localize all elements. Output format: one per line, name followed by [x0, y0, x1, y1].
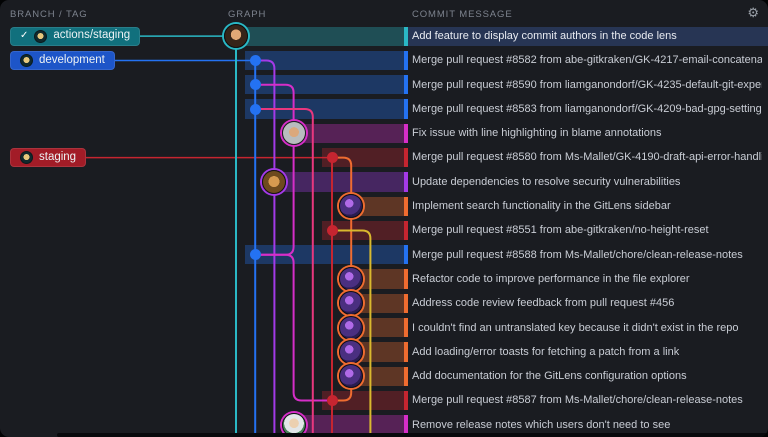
commit-avatar-purple-unicorn[interactable] — [339, 339, 364, 364]
commit-message: Add feature to display commit authors in… — [412, 30, 677, 42]
commit-row[interactable]: Refactor code to improve performance in … — [0, 267, 768, 291]
commit-row-color-bar — [404, 50, 408, 71]
commit-row[interactable]: I couldn't find an untranslated key beca… — [0, 316, 768, 340]
commit-avatar-gray-haired-man[interactable] — [281, 121, 306, 146]
scrollbar-horizontal[interactable] — [57, 433, 768, 437]
commit-row-color-bar — [404, 390, 408, 411]
branch-badge-label: staging — [39, 150, 77, 163]
commit-message: Fix issue with line highlighting in blam… — [412, 127, 662, 140]
commit-row-band — [245, 75, 404, 95]
commit-message: Add documentation for the GitLens config… — [412, 370, 687, 383]
commit-dot[interactable] — [249, 103, 261, 115]
branch-badge-staging[interactable]: staging — [10, 148, 87, 168]
commit-row-color-bar — [404, 123, 408, 143]
commit-row[interactable]: Add feature to display commit authors in… — [0, 24, 768, 48]
commit-row-color-bar — [404, 172, 408, 192]
commit-row-color-bar — [404, 342, 408, 362]
commit-message: Remove release notes which users don't n… — [412, 418, 671, 431]
commit-message: Refactor code to improve performance in … — [412, 272, 690, 285]
commit-row[interactable]: Update dependencies to resolve security … — [0, 170, 768, 194]
commit-row[interactable]: Fix issue with line highlighting in blam… — [0, 121, 768, 145]
commit-row-band — [245, 50, 404, 71]
branch-badge-development[interactable]: development — [10, 50, 115, 70]
commit-message: Merge pull request #8583 from liamganond… — [412, 102, 762, 115]
branch-badge-label: actions/staging — [53, 29, 131, 42]
gitkraken-icon — [20, 53, 33, 67]
column-header-branch-tag[interactable]: BRANCH / TAG — [10, 9, 88, 20]
check-icon: ✓ — [20, 30, 29, 42]
commit-row-color-bar — [404, 147, 408, 168]
commit-row[interactable]: Add loading/error toasts for fetching a … — [0, 340, 768, 364]
commit-row[interactable]: Merge pull request #8583 from liamganond… — [0, 97, 768, 121]
commit-dot[interactable] — [326, 152, 338, 164]
commit-row-color-bar — [404, 220, 408, 241]
commit-message: Merge pull request #8582 from abe-gitkra… — [412, 54, 762, 67]
settings-gear-icon[interactable]: ⚙ — [747, 5, 759, 20]
commit-row-color-bar — [404, 318, 408, 338]
commit-message: Merge pull request #8588 from Ms-Mallet/… — [412, 248, 743, 261]
commit-row[interactable]: Merge pull request #8588 from Ms-Mallet/… — [0, 243, 768, 267]
column-header-commit-message[interactable]: COMMIT MESSAGE — [412, 9, 513, 20]
commit-row[interactable]: Merge pull request #8587 from Ms-Mallet/… — [0, 388, 768, 412]
commit-dot[interactable] — [249, 54, 261, 66]
commit-dot[interactable] — [326, 395, 338, 407]
commit-row[interactable]: Address code review feedback from pull r… — [0, 291, 768, 315]
commit-message: I couldn't find an untranslated key beca… — [412, 321, 739, 334]
gitkraken-icon — [20, 151, 33, 165]
commit-message: Merge pull request #8587 from Ms-Mallet/… — [412, 394, 743, 407]
commit-dot[interactable] — [326, 225, 338, 236]
commit-row-color-bar — [404, 415, 408, 435]
commit-row-band — [245, 245, 404, 265]
selected-row-highlight — [408, 26, 768, 46]
commit-row-band — [226, 26, 404, 46]
commit-row[interactable]: Merge pull request #8551 from abe-gitkra… — [0, 218, 768, 242]
commit-row-color-bar — [404, 99, 408, 119]
commit-avatar-purple-unicorn[interactable] — [339, 315, 364, 340]
commit-message: Update dependencies to resolve security … — [412, 175, 681, 188]
commit-row[interactable]: Merge pull request #8590 from liamganond… — [0, 73, 768, 97]
commit-message: Add loading/error toasts for fetching a … — [412, 345, 680, 358]
commit-row[interactable]: Implement search functionality in the Gi… — [0, 194, 768, 218]
commit-row-color-bar — [404, 75, 408, 95]
commit-row[interactable]: Merge pull request #8580 from Ms-Mallet/… — [0, 145, 768, 169]
commit-row[interactable]: Merge pull request #8582 from abe-gitkra… — [0, 48, 768, 72]
commit-row-color-bar — [404, 269, 408, 289]
commit-avatar-woman-dark-hair[interactable] — [224, 24, 248, 49]
commit-message: Merge pull request #8580 from Ms-Mallet/… — [412, 151, 762, 164]
commit-row-color-bar — [404, 196, 408, 216]
commit-dot[interactable] — [249, 249, 261, 261]
commit-dot[interactable] — [249, 79, 261, 91]
commit-row-color-bar — [404, 366, 408, 386]
column-header-graph[interactable]: GRAPH — [228, 9, 267, 20]
commit-row-color-bar — [404, 293, 408, 314]
commit-row-color-bar — [404, 245, 408, 265]
gitkraken-icon — [34, 29, 48, 43]
branch-badge-label: development — [39, 53, 105, 66]
commit-message: Merge pull request #8551 from abe-gitkra… — [412, 224, 709, 237]
commit-message: Implement search functionality in the Gi… — [412, 200, 671, 213]
commit-row[interactable]: Add documentation for the GitLens config… — [0, 364, 768, 388]
commit-message: Merge pull request #8590 from liamganond… — [412, 78, 762, 91]
branch-badge-actions-staging[interactable]: ✓ actions/staging — [10, 26, 141, 46]
commit-row-color-bar — [404, 26, 408, 46]
commit-row-band — [245, 99, 404, 119]
table-header: BRANCH / TAG GRAPH COMMIT MESSAGE ⚙ — [0, 0, 768, 26]
commit-message: Address code review feedback from pull r… — [412, 297, 675, 310]
